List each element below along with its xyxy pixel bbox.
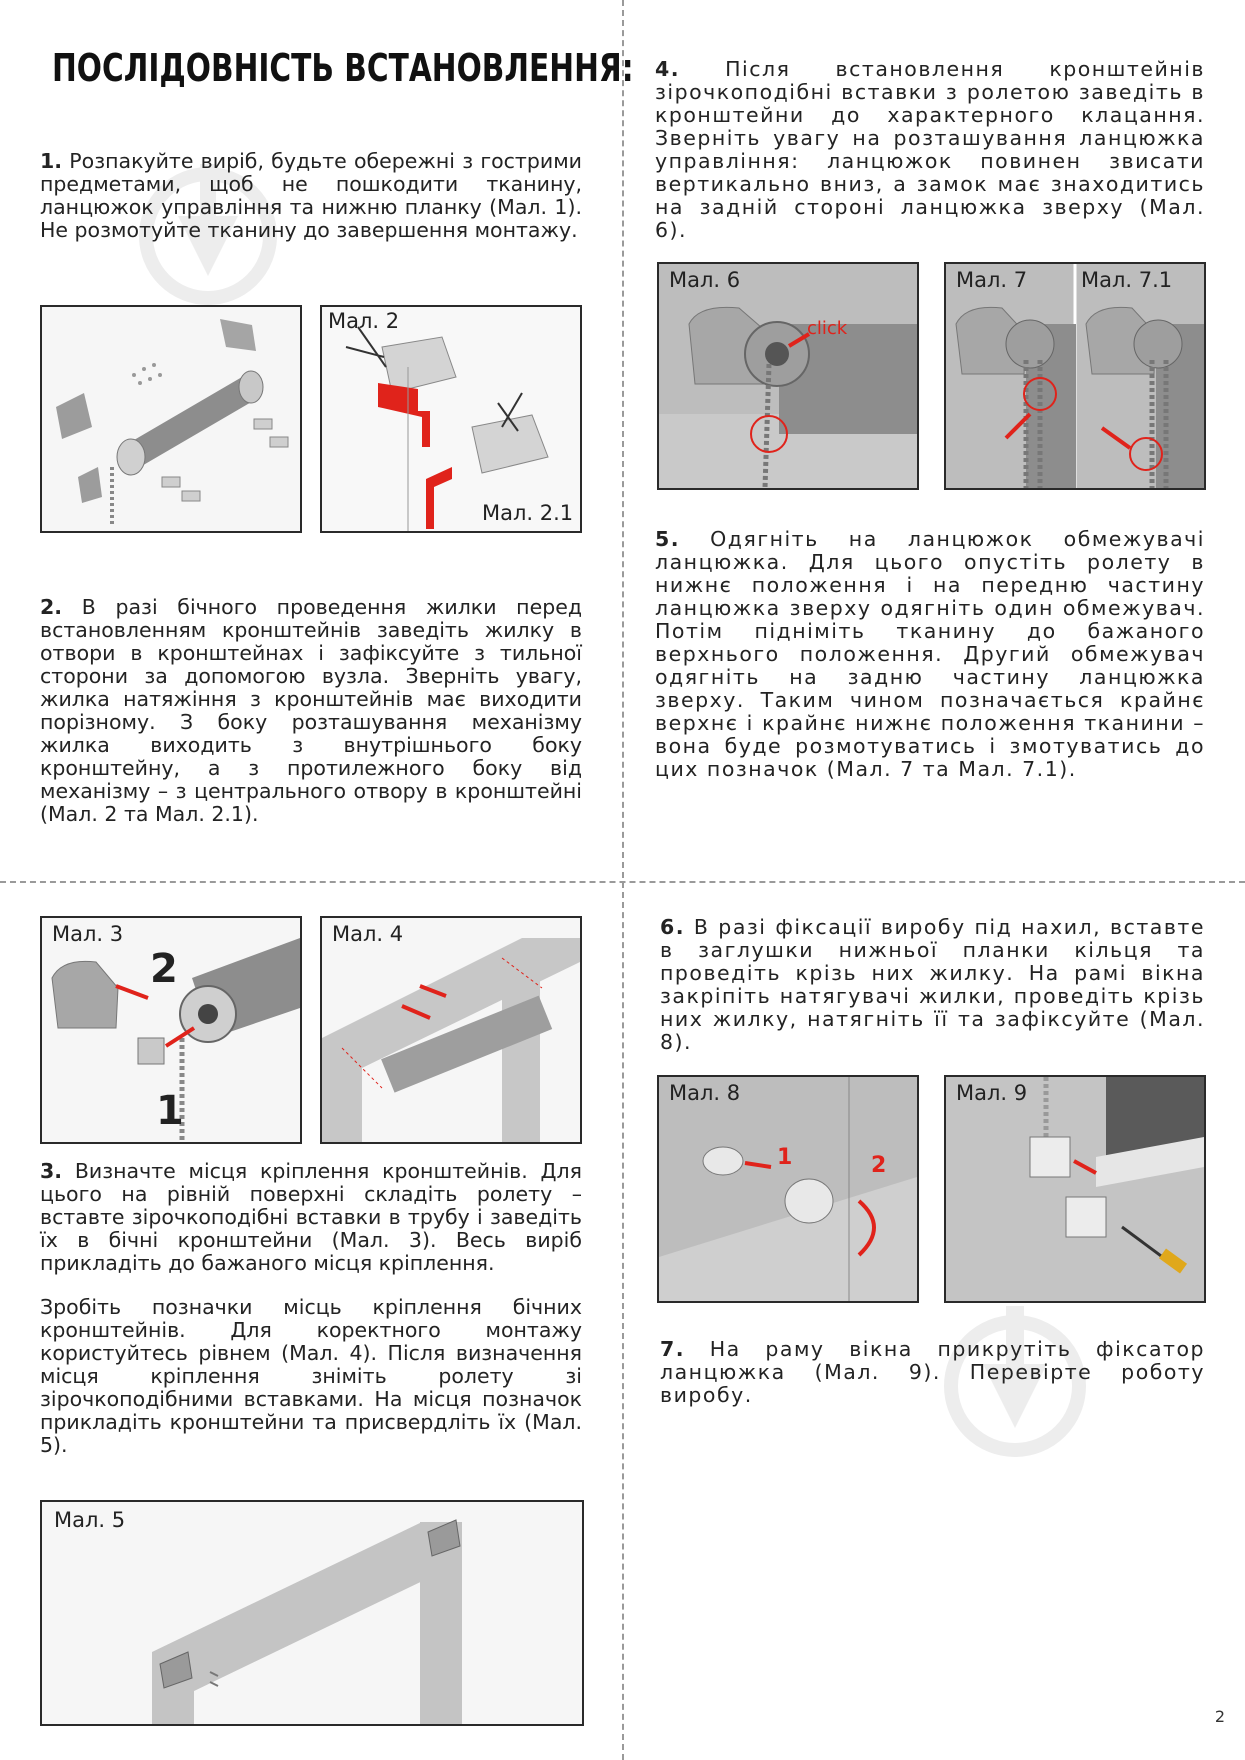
step-2-number: 2. xyxy=(40,595,63,619)
figure-8-drawing xyxy=(659,1077,917,1301)
figure-8-step-1: 1 xyxy=(777,1145,793,1170)
figure-2-drawing xyxy=(322,307,580,531)
click-label: click xyxy=(807,318,848,339)
figure-2-label: Мал. 2 xyxy=(328,309,400,333)
figure-9-drawing xyxy=(946,1077,1204,1301)
figure-2: Мал. 2 Мал. 2.1 xyxy=(320,305,582,533)
figure-3-drawing xyxy=(42,918,300,1142)
step-7-text: На раму вікна прикрутіть фіксатор ланцюж… xyxy=(660,1337,1205,1407)
step-3: 3. Визначте місця кріплення кронштейнів.… xyxy=(40,1160,582,1275)
page-number: 2 xyxy=(1214,1707,1225,1726)
figure-6: Мал. 6 click xyxy=(657,262,919,490)
figure-3-number-2: 2 xyxy=(150,946,178,992)
watermark-logo-top xyxy=(139,164,277,305)
figure-3-label: Мал. 3 xyxy=(52,922,124,946)
step-6-number: 6. xyxy=(660,915,686,939)
step-3-text-2: Зробіть позначки місць кріплення бічних … xyxy=(40,1295,582,1457)
figure-6-drawing xyxy=(659,264,917,488)
step-1-number: 1. xyxy=(40,149,63,173)
vertical-divider xyxy=(622,0,624,1760)
figure-6-label: Мал. 6 xyxy=(669,268,741,292)
watermark-logo-bottom xyxy=(944,1306,1086,1457)
step-2: 2. В разі бічного проведення жилки перед… xyxy=(40,596,582,826)
step-3-number: 3. xyxy=(40,1159,63,1183)
step-2-text: В разі бічного проведення жилки перед вс… xyxy=(40,595,582,826)
step-4-text: Після встановлення кронштейнів зірочкопо… xyxy=(655,57,1205,242)
step-6: 6. В разі фіксації виробу під нахил, вст… xyxy=(660,916,1205,1054)
step-6-text: В разі фіксації виробу під нахил, вставт… xyxy=(660,915,1205,1054)
figure-3-number-1: 1 xyxy=(156,1088,184,1134)
figure-4-drawing xyxy=(322,918,580,1142)
figure-8-label: Мал. 8 xyxy=(669,1081,741,1105)
figure-7-drawing xyxy=(946,264,1204,488)
figure-7-1-label: Мал. 7.1 xyxy=(1081,268,1173,292)
figure-1 xyxy=(40,305,302,533)
step-5-text: Одягніть на ланцюжок обмежувачі ланцюжка… xyxy=(655,527,1205,781)
figure-2-1-label: Мал. 2.1 xyxy=(482,501,574,525)
step-5-number: 5. xyxy=(655,527,681,551)
step-1: 1. Розпакуйте виріб, будьте обережні з г… xyxy=(40,150,582,242)
figure-1-drawing xyxy=(42,307,300,531)
step-3-continued: Зробіть позначки місць кріплення бічних … xyxy=(40,1296,582,1457)
horizontal-divider xyxy=(0,881,1245,883)
figure-7-label: Мал. 7 xyxy=(956,268,1028,292)
figure-8-step-2: 2 xyxy=(871,1153,887,1178)
figure-7: Мал. 7 Мал. 7.1 xyxy=(944,262,1206,490)
step-7: 7. На раму вікна прикрутіть фіксатор лан… xyxy=(660,1338,1205,1407)
figure-3: Мал. 3 2 1 xyxy=(40,916,302,1144)
figure-5: Мал. 5 xyxy=(40,1500,584,1726)
page-title: ПОСЛІДОВНІСТЬ ВСТАНОВЛЕННЯ: xyxy=(52,46,634,90)
step-3-text: Визначте місця кріплення кронштейнів. Дл… xyxy=(40,1159,582,1275)
figure-4: Мал. 4 xyxy=(320,916,582,1144)
step-1-text: Розпакуйте виріб, будьте обережні з гост… xyxy=(40,149,582,242)
figure-5-drawing xyxy=(42,1502,582,1724)
figure-9: Мал. 9 xyxy=(944,1075,1206,1303)
figure-4-label: Мал. 4 xyxy=(332,922,404,946)
figure-8: Мал. 8 1 2 xyxy=(657,1075,919,1303)
figure-9-label: Мал. 9 xyxy=(956,1081,1028,1105)
step-4: 4. Після встановлення кронштейнів зірочк… xyxy=(655,58,1205,242)
step-4-number: 4. xyxy=(655,57,681,81)
step-7-number: 7. xyxy=(660,1337,686,1361)
figure-5-label: Мал. 5 xyxy=(54,1508,126,1532)
step-5: 5. Одягніть на ланцюжок обмежувачі ланцю… xyxy=(655,528,1205,781)
